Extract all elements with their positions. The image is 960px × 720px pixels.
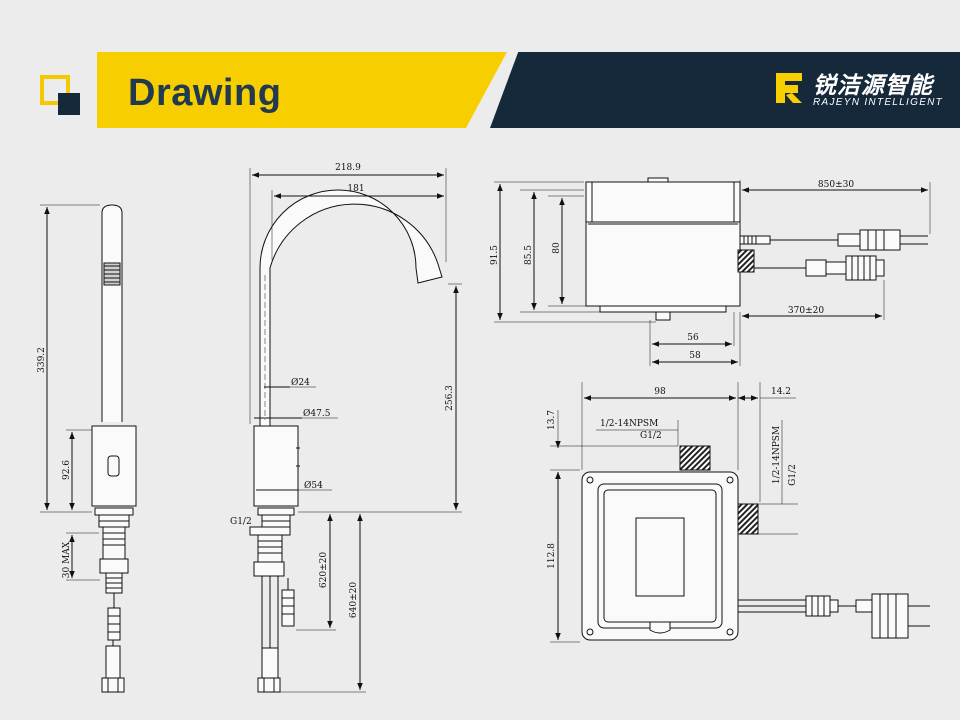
corner-fill <box>58 93 80 115</box>
dim-dia-base: Ø54 <box>304 480 323 491</box>
dim-thread-base: G1/2 <box>230 517 252 527</box>
brand-logo-icon <box>776 73 802 103</box>
brand-banner <box>490 52 960 128</box>
dim-box-h-1128: 112.8 <box>547 543 557 569</box>
dim-front-height: 339.2 <box>37 347 47 373</box>
faucet-side-view <box>249 168 462 693</box>
dim-cable-850: 850±30 <box>818 180 854 190</box>
thread-g12-right: G1/2 <box>788 464 798 486</box>
title-banner <box>97 52 507 128</box>
dim-front-max: 30 MAX <box>62 541 72 578</box>
dim-dia-mid: Ø47.5 <box>303 408 331 419</box>
dim-box-w-98: 98 <box>654 387 666 397</box>
dim-box-w-56: 56 <box>687 333 699 343</box>
thread-npsm-top: 1/2-14NPSM <box>600 419 658 429</box>
dim-box-w-142: 14.2 <box>771 387 791 397</box>
thread-g12-top: G1/2 <box>640 431 662 441</box>
dim-front-body: 92.6 <box>62 460 72 480</box>
dim-box-h-137: 13.7 <box>547 410 557 430</box>
dim-cable-370: 370±20 <box>788 306 824 316</box>
dim-box-h-80: 80 <box>552 242 562 254</box>
brand-name-english: RAJEYN INTELLIGENT <box>813 97 944 108</box>
dim-dia-top: Ø24 <box>291 377 310 388</box>
dim-box-h-855: 85.5 <box>524 245 534 265</box>
dim-hose-620: 620±20 <box>319 552 329 588</box>
dim-hose-640: 640±20 <box>349 582 359 618</box>
control-box-front-view <box>550 382 930 643</box>
dim-box-h-total: 91.5 <box>490 245 500 265</box>
dim-reach-spout: 181 <box>347 184 364 194</box>
faucet-front-view <box>40 204 137 693</box>
dim-reach-total: 218.9 <box>335 163 361 173</box>
corner-square-icon <box>40 75 80 115</box>
thread-npsm-right: 1/2-14NPSM <box>772 426 782 484</box>
control-box-side-view <box>494 177 931 366</box>
dim-spout-height: 256.3 <box>445 385 455 411</box>
corner-outline <box>40 75 70 105</box>
brand-name-chinese: 锐洁源智能 <box>813 72 933 98</box>
dim-box-w-58: 58 <box>689 351 701 361</box>
page-title: Drawing <box>128 72 282 114</box>
